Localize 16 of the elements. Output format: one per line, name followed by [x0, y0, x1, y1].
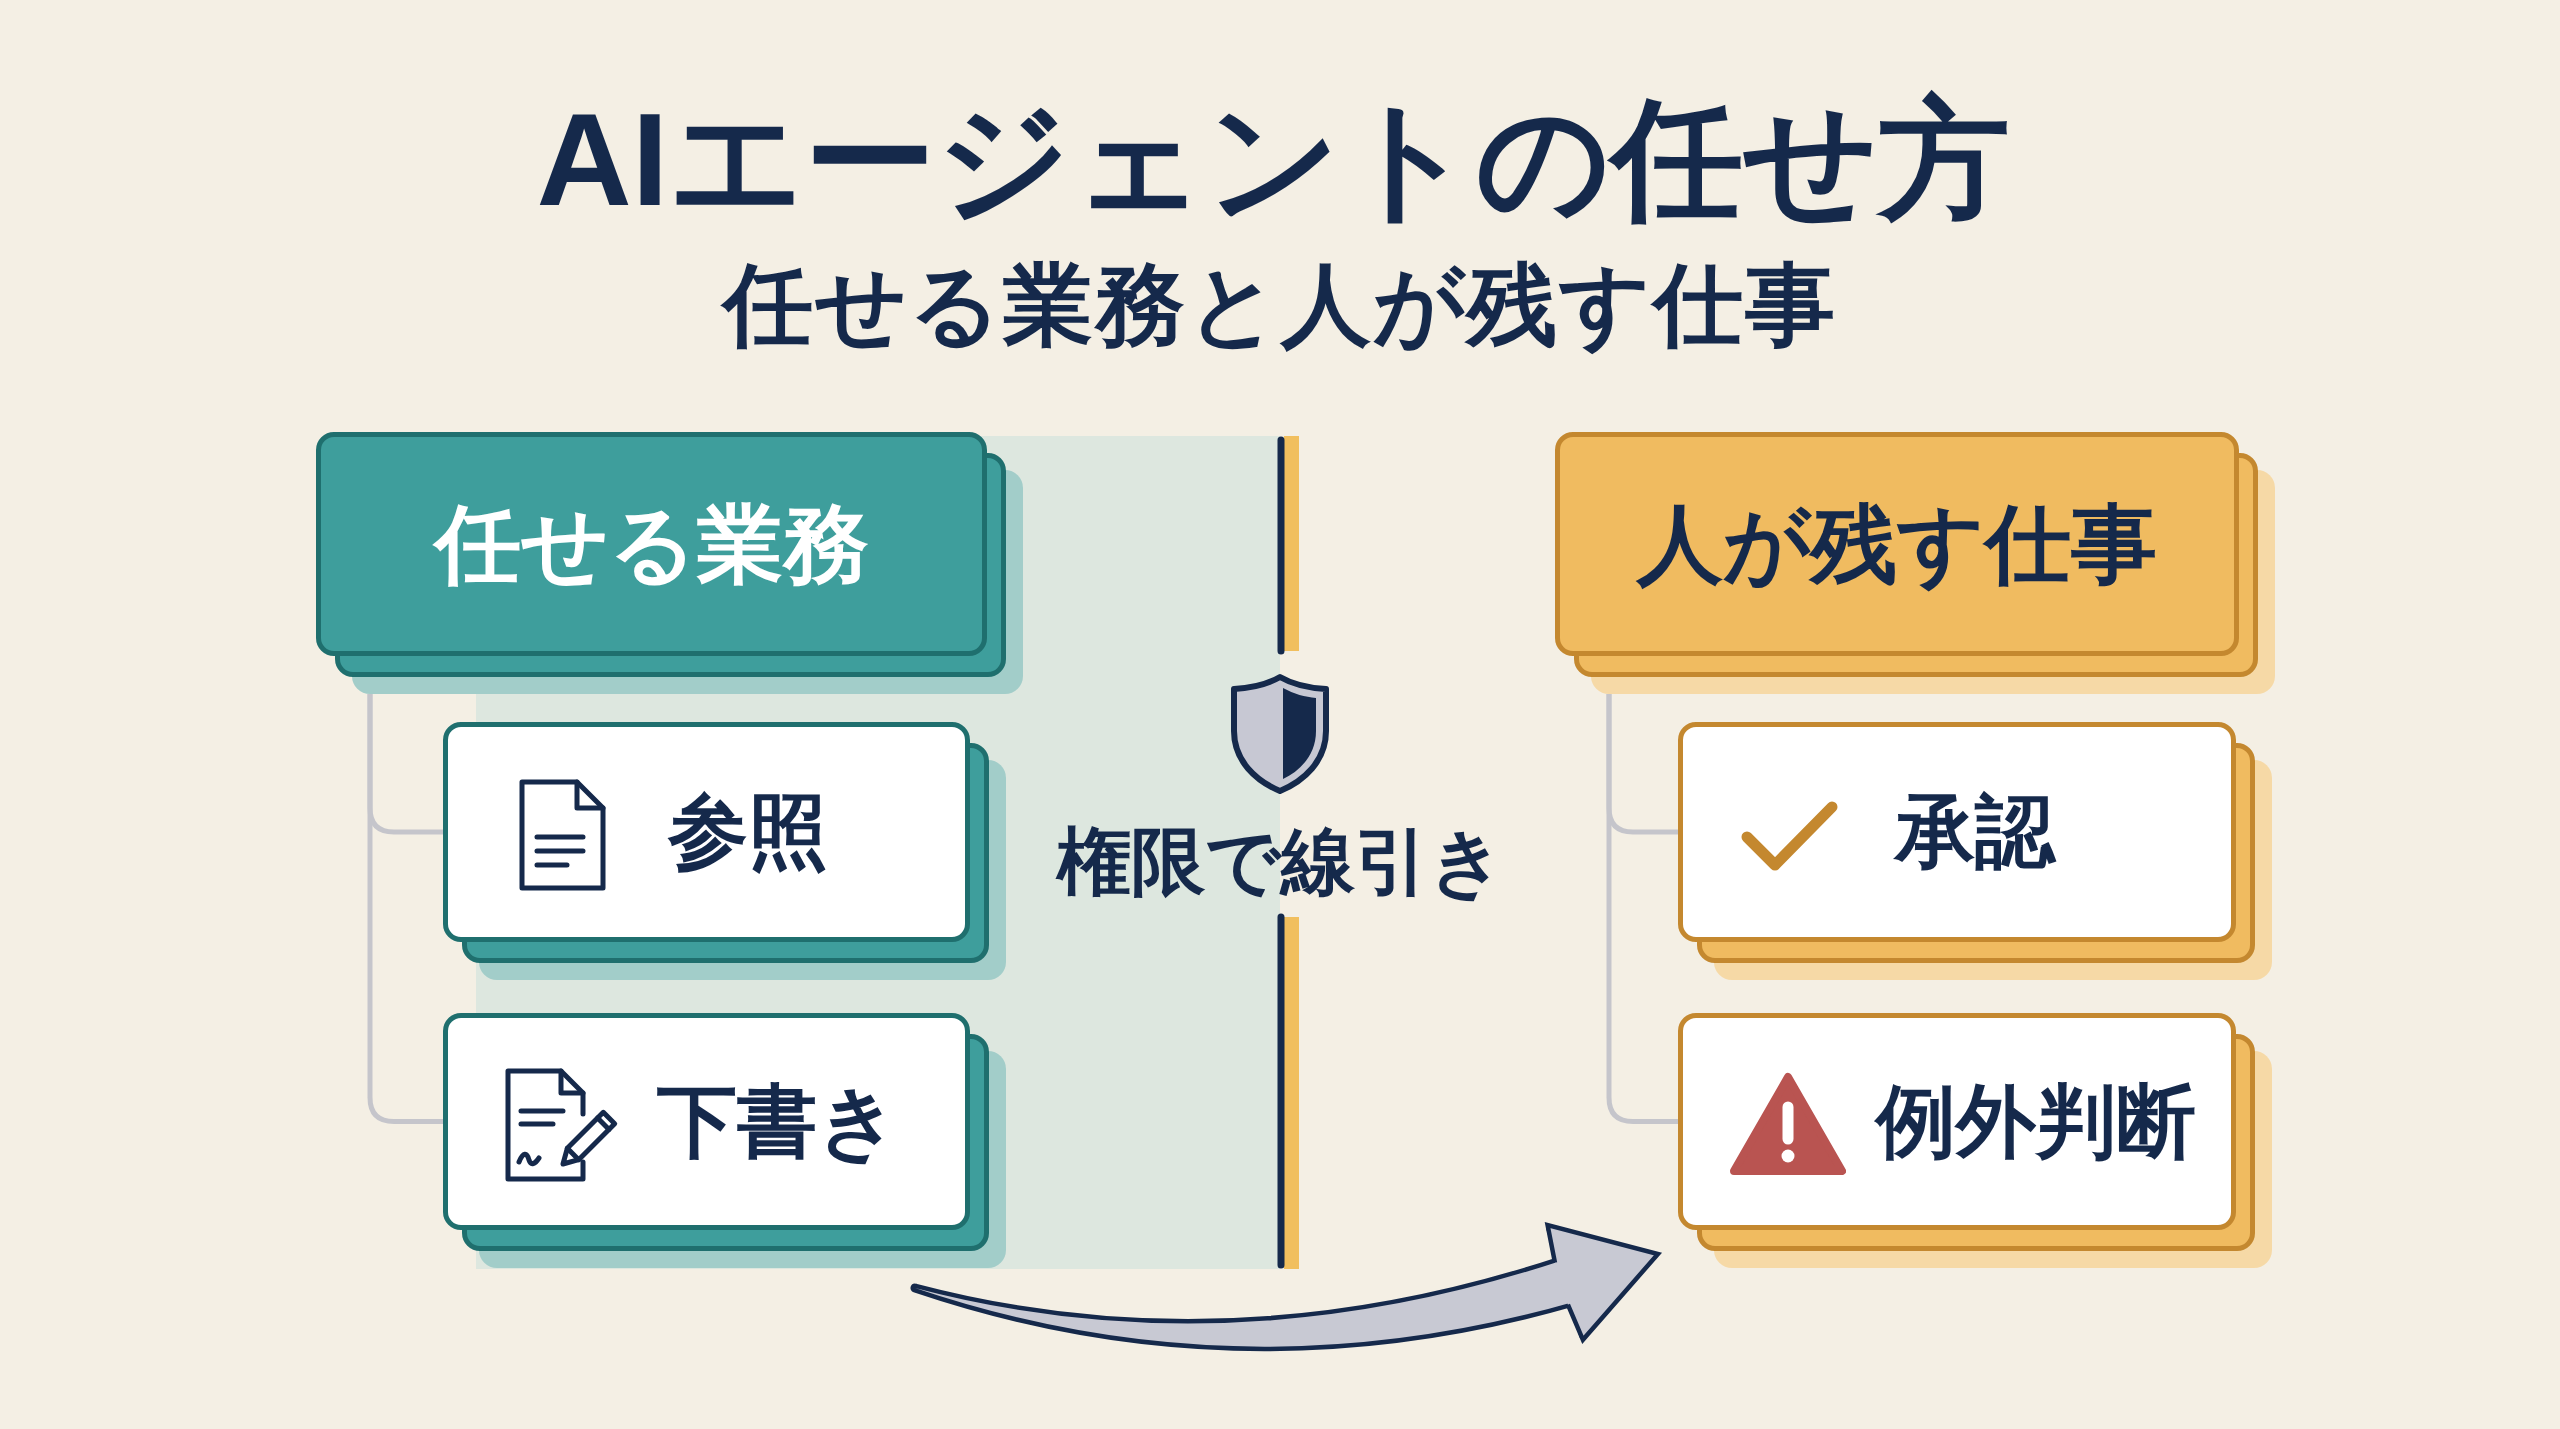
task-card: [1678, 1013, 2272, 1268]
header-card: [1555, 432, 2275, 694]
task-label: 下書き: [657, 1075, 899, 1168]
task-label: 参照: [668, 786, 828, 878]
connector-line: [1606, 694, 1678, 1124]
boundary-label: 権限で線引き: [1057, 819, 1505, 905]
task-label: 承認: [1895, 786, 2055, 878]
card-title: 人が残す仕事: [1637, 494, 2157, 594]
task-label: 例外判断: [1876, 1075, 2196, 1168]
task-card: [1678, 722, 2272, 980]
title: AIエージェントの任せ方: [536, 85, 2010, 236]
task-card: [443, 1013, 1006, 1268]
header-card: [316, 432, 1023, 694]
task-card: [443, 722, 1006, 980]
connector-line: [367, 694, 443, 1124]
card-title: 任せる業務: [434, 494, 869, 594]
